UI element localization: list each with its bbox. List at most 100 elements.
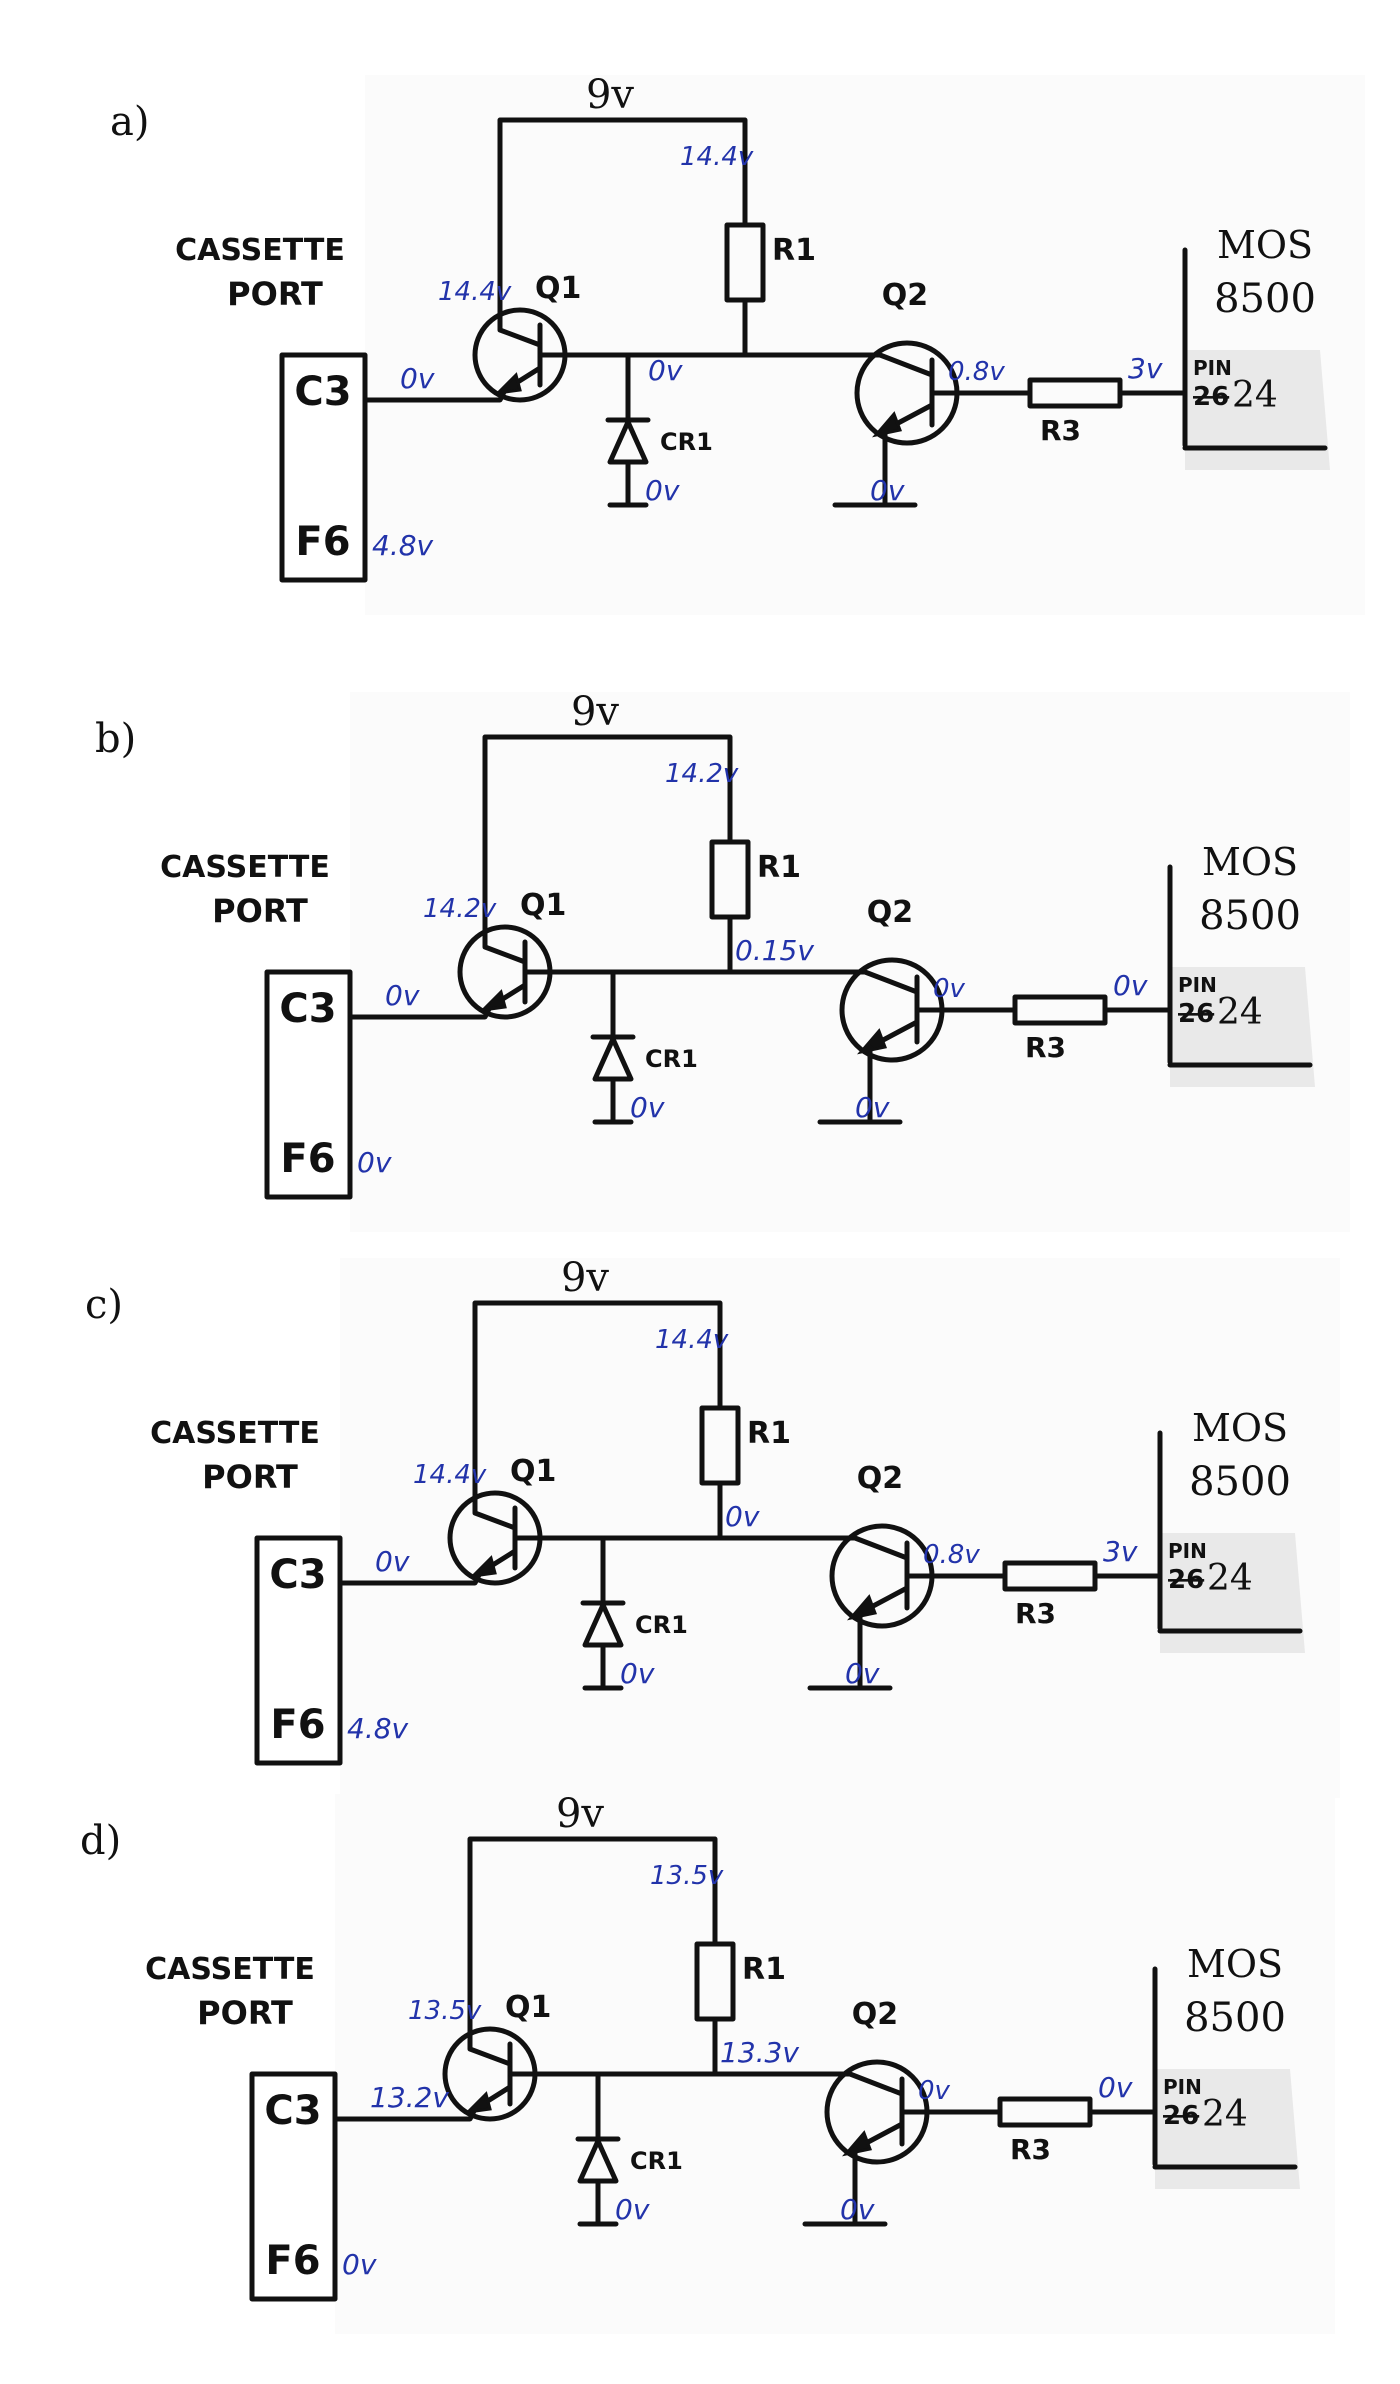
panel-label: b) — [95, 716, 136, 762]
f6-pin-label: F6 — [295, 519, 350, 565]
cr1-voltage: 0v — [615, 2193, 650, 2226]
supply-voltage-label: 9v — [586, 72, 634, 118]
q2-emitter-voltage: 0v — [845, 1657, 880, 1690]
q1-label: Q1 — [535, 271, 581, 306]
pin-word: PIN — [1193, 356, 1232, 380]
c3-voltage: 0v — [385, 979, 420, 1012]
q2-label: Q2 — [852, 1997, 898, 2032]
f6-voltage: 0v — [357, 1146, 392, 1179]
chip-label-line1: MOS — [1192, 1406, 1288, 1450]
cr1-label: CR1 — [635, 1611, 688, 1639]
r1-label: R1 — [772, 233, 816, 268]
cr1-voltage: 0v — [620, 1657, 655, 1690]
cassette-port-label-line2: PORT — [197, 1994, 293, 2032]
cassette-port-label-line1: CASSETTE — [150, 1416, 320, 1451]
pin-input-voltage: 3v — [1103, 1535, 1138, 1568]
f6-pin-label: F6 — [270, 1702, 325, 1748]
r1-label: R1 — [757, 850, 801, 885]
f6-voltage: 0v — [342, 2248, 377, 2281]
node-voltage: 0v — [648, 354, 683, 387]
c3-pin-label: C3 — [269, 1552, 326, 1598]
chip-label-line2: 8500 — [1189, 1459, 1291, 1505]
pin-number-old: 26 — [1178, 999, 1214, 1029]
panel-label: d) — [80, 1818, 121, 1864]
q2-base-voltage: 0.15v — [735, 934, 814, 967]
c3-voltage: 0v — [400, 362, 435, 395]
q2-output-voltage: 0.8v — [948, 357, 1005, 387]
r3-label: R3 — [1010, 2133, 1051, 2166]
paper-patch — [340, 1258, 1340, 1798]
f6-pin-label: F6 — [280, 1136, 335, 1182]
cr1-voltage: 0v — [630, 1091, 665, 1124]
r1-label: R1 — [742, 1952, 786, 1987]
pin-input-voltage: 0v — [1113, 969, 1148, 1002]
q2-base-voltage: 0v — [725, 1500, 760, 1533]
q2-label: Q2 — [882, 278, 928, 313]
f6-voltage: 4.8v — [347, 1712, 409, 1745]
cassette-port-label-line2: PORT — [212, 892, 308, 930]
chip-label-line2: 8500 — [1214, 276, 1316, 322]
q2-emitter-voltage: 0v — [855, 1091, 890, 1124]
r1-top-voltage: 14.2v — [665, 759, 739, 789]
paper-patch — [335, 1794, 1335, 2334]
chip-label-line1: MOS — [1202, 840, 1298, 884]
cr1-label: CR1 — [660, 428, 713, 456]
r3-label: R3 — [1025, 1031, 1066, 1064]
pin-number-new: 24 — [1217, 992, 1263, 1033]
q2-output-voltage: 0v — [918, 2076, 951, 2106]
q1-collector-voltage: 14.2v — [423, 894, 497, 924]
q1-collector-voltage: 14.4v — [438, 277, 512, 307]
pin-input-voltage: 3v — [1128, 352, 1163, 385]
cassette-port-label-line1: CASSETTE — [145, 1952, 315, 1987]
panel-label: c) — [85, 1282, 123, 1328]
pin-number-new: 24 — [1232, 375, 1278, 416]
q2-output-voltage: 0v — [933, 974, 966, 1004]
c3-pin-label: C3 — [279, 986, 336, 1032]
q1-label: Q1 — [510, 1454, 556, 1489]
cassette-port-label-line1: CASSETTE — [160, 850, 330, 885]
supply-voltage-label: 9v — [561, 1255, 609, 1301]
r1-top-voltage: 13.5v — [650, 1861, 724, 1891]
q2-emitter-voltage: 0v — [840, 2193, 875, 2226]
q2-output-voltage: 0.8v — [923, 1540, 980, 1570]
q1-collector-voltage: 14.4v — [413, 1460, 487, 1490]
cassette-port-label-line1: CASSETTE — [175, 233, 345, 268]
pin-number-new: 24 — [1207, 1558, 1253, 1599]
pin-number-new: 24 — [1202, 2094, 1248, 2135]
r1-top-voltage: 14.4v — [680, 142, 754, 172]
f6-pin-label: F6 — [265, 2238, 320, 2284]
cr1-voltage: 0v — [645, 474, 680, 507]
c3-pin-label: C3 — [264, 2088, 321, 2134]
f6-voltage: 4.8v — [372, 529, 434, 562]
q1-label: Q1 — [505, 1990, 551, 2025]
c3-pin-label: C3 — [294, 369, 351, 415]
cassette-port-label-line2: PORT — [227, 275, 323, 313]
chip-label-line1: MOS — [1217, 223, 1313, 267]
pin-input-voltage: 0v — [1098, 2071, 1133, 2104]
chip-label-line2: 8500 — [1199, 893, 1301, 939]
r1-top-voltage: 14.4v — [655, 1325, 729, 1355]
r1-label: R1 — [747, 1416, 791, 1451]
q2-label: Q2 — [867, 895, 913, 930]
chip-label-line2: 8500 — [1184, 1995, 1286, 2041]
r3-label: R3 — [1015, 1597, 1056, 1630]
paper-patch — [365, 75, 1365, 615]
panel-label: a) — [110, 99, 149, 145]
supply-voltage-label: 9v — [556, 1791, 604, 1837]
cr1-label: CR1 — [630, 2147, 683, 2175]
q2-emitter-voltage: 0v — [870, 474, 905, 507]
c3-voltage: 0v — [375, 1545, 410, 1578]
q2-label: Q2 — [857, 1461, 903, 1496]
q1-collector-voltage: 13.5v — [408, 1996, 482, 2026]
pin-number-old: 26 — [1168, 1565, 1204, 1595]
cassette-port-label-line2: PORT — [202, 1458, 298, 1496]
pin-word: PIN — [1168, 1539, 1207, 1563]
pin-word: PIN — [1178, 973, 1217, 997]
q2-base-voltage: 13.3v — [720, 2036, 799, 2069]
supply-voltage-label: 9v — [571, 689, 619, 735]
pin-word: PIN — [1163, 2075, 1202, 2099]
